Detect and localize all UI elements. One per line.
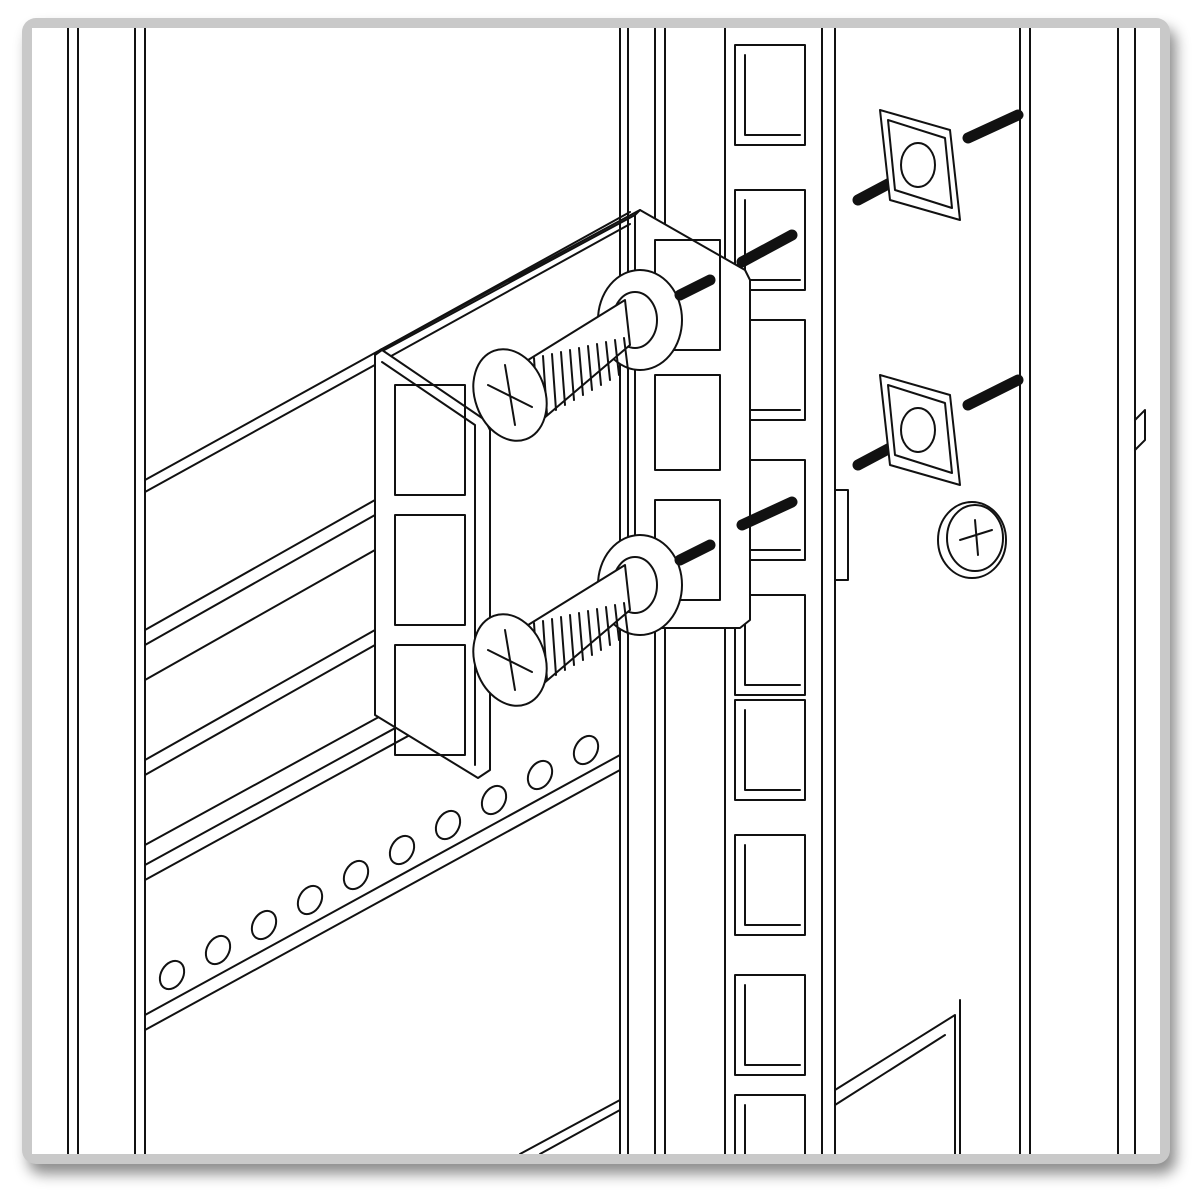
post-hole-edge bbox=[744, 984, 801, 1066]
post-square-hole bbox=[734, 1094, 806, 1154]
rail-hole bbox=[526, 759, 554, 791]
illustration-canvas bbox=[32, 28, 1160, 1154]
screw bbox=[472, 534, 683, 707]
screw bbox=[472, 269, 683, 442]
cage-nut-hole bbox=[900, 407, 936, 453]
left-rack-post bbox=[67, 28, 146, 1154]
alignment-marks bbox=[674, 109, 1024, 566]
cage-nut-frame bbox=[887, 384, 953, 474]
phillips-cross-icon bbox=[487, 364, 533, 426]
post-square-hole bbox=[734, 594, 806, 696]
post-hole-edge bbox=[744, 1104, 746, 1154]
post-square-hole bbox=[734, 189, 806, 291]
post-square-hole bbox=[734, 834, 806, 936]
rail-hole bbox=[388, 834, 416, 866]
post-hole-edge bbox=[744, 329, 801, 411]
post-hole-edge bbox=[744, 54, 801, 136]
mounting-screw-head bbox=[937, 501, 1007, 579]
rack-installation-drawing bbox=[67, 28, 1146, 1154]
rail-hole bbox=[434, 809, 462, 841]
cage-nut bbox=[879, 109, 961, 221]
rail-hole bbox=[572, 734, 600, 766]
adapter-bracket bbox=[374, 209, 751, 779]
rail-hole bbox=[204, 934, 232, 966]
phillips-cross-icon bbox=[487, 629, 533, 691]
post-square-hole bbox=[734, 44, 806, 146]
right-rack-post bbox=[834, 28, 1146, 1154]
rail-hole bbox=[158, 959, 186, 991]
cage-nut bbox=[879, 109, 961, 486]
post-hole-edge bbox=[744, 844, 801, 926]
rail-hole bbox=[342, 859, 370, 891]
illustration-frame bbox=[22, 18, 1170, 1164]
rail-hole bbox=[296, 884, 324, 916]
rail-hole bbox=[250, 909, 278, 941]
cage-nut-frame bbox=[887, 119, 953, 209]
post-square-hole bbox=[734, 699, 806, 801]
post-square-hole bbox=[734, 974, 806, 1076]
rail-holes bbox=[158, 734, 600, 991]
cage-nut-hole bbox=[900, 142, 936, 188]
post-hole-edge bbox=[744, 709, 801, 791]
cage-nut bbox=[879, 374, 961, 486]
post-hole-edge bbox=[744, 604, 801, 686]
rail-hole bbox=[480, 784, 508, 816]
